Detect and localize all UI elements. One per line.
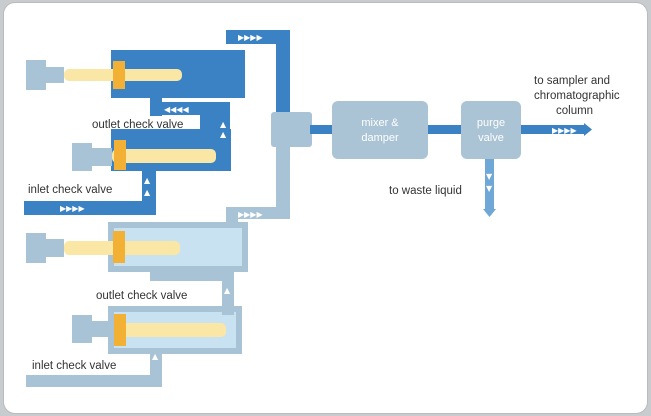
pipe-to-column (521, 125, 585, 134)
flow-marker-up-4: ▲ (220, 130, 227, 139)
flow-marker-top: ▶▶▶▶ (238, 33, 263, 42)
pump-motor-1 (26, 60, 46, 90)
pump-shaft-1 (46, 67, 64, 83)
diagram-frame: ▶▶▶▶ ◀◀◀◀ ▶▶▶▶ ▶▶▶▶ ▶▶▶▶ ▲ ▲ ▲ ▲ ▲ ▲ ▼ ▼… (3, 2, 648, 414)
flow-marker-down-1: ▼ (486, 172, 493, 181)
pump-shaft-2 (92, 148, 112, 166)
junction-block (271, 112, 312, 147)
pump-head-3 (26, 222, 248, 272)
mixer-damper-box (332, 101, 428, 159)
plunger-2 (112, 149, 216, 163)
pump-motor-3 (26, 233, 46, 263)
piston-2 (114, 140, 126, 170)
piston-4 (114, 314, 126, 346)
hplc-pump-diagram: ▶▶▶▶ ◀◀◀◀ ▶▶▶▶ ▶▶▶▶ ▶▶▶▶ ▲ ▲ ▲ ▲ ▲ ▲ ▼ ▼… (24, 30, 620, 387)
inlet-check-valve-label-2: inlet check valve (32, 360, 116, 372)
pipe-to-waste (485, 159, 494, 211)
pump-head-2 (72, 129, 231, 171)
flow-marker-up-3: ▲ (220, 120, 227, 129)
sampler-label-1: to sampler and (534, 75, 610, 87)
flow-marker-inlet-1: ▶▶▶▶ (60, 204, 85, 213)
flow-marker-up-6: ▲ (152, 352, 159, 361)
purge-valve-box (461, 101, 521, 159)
lower-flow-pipes (26, 143, 290, 387)
flow-marker-up-5: ▲ (224, 286, 231, 295)
pump-shaft-4 (92, 321, 114, 337)
mixer-damper-label-2: damper (361, 132, 399, 144)
piston-3 (113, 231, 125, 263)
pump-shaft-3 (46, 239, 64, 257)
sampler-label-3: column (556, 105, 593, 117)
pipe-to-mixer (310, 125, 334, 134)
purge-valve-label-1: purge (477, 117, 505, 129)
pump-motor-2 (72, 143, 92, 171)
pump-head-4 (72, 306, 242, 354)
flow-marker-up-2: ▲ (144, 188, 151, 197)
flow-marker-column: ▶▶▶▶ (552, 126, 577, 135)
pipe-to-purge (428, 125, 462, 134)
outlet-check-valve-label-2: outlet check valve (96, 290, 187, 302)
flow-marker-return: ◀◀◀◀ (164, 105, 189, 114)
upper-flow-pipes (24, 30, 290, 215)
purge-valve-label-2: valve (478, 132, 504, 144)
outlet-check-valve-label-1: outlet check valve (92, 119, 183, 131)
flow-marker-up-1: ▲ (144, 176, 151, 185)
mixer-damper-label-1: mixer & (361, 117, 399, 129)
flow-marker-down-2: ▼ (486, 184, 493, 193)
inlet-check-valve-label-1: inlet check valve (28, 184, 112, 196)
waste-liquid-label: to waste liquid (389, 185, 462, 197)
waste-arrowhead (483, 209, 496, 217)
piston-1 (113, 61, 125, 89)
pump-motor-4 (72, 315, 92, 343)
plunger-4 (114, 323, 226, 337)
outlet-arrowhead (584, 123, 592, 136)
flow-marker-lower: ▶▶▶▶ (238, 210, 263, 219)
pump-head-1 (26, 50, 245, 98)
sampler-label-2: chromatographic (534, 90, 620, 102)
